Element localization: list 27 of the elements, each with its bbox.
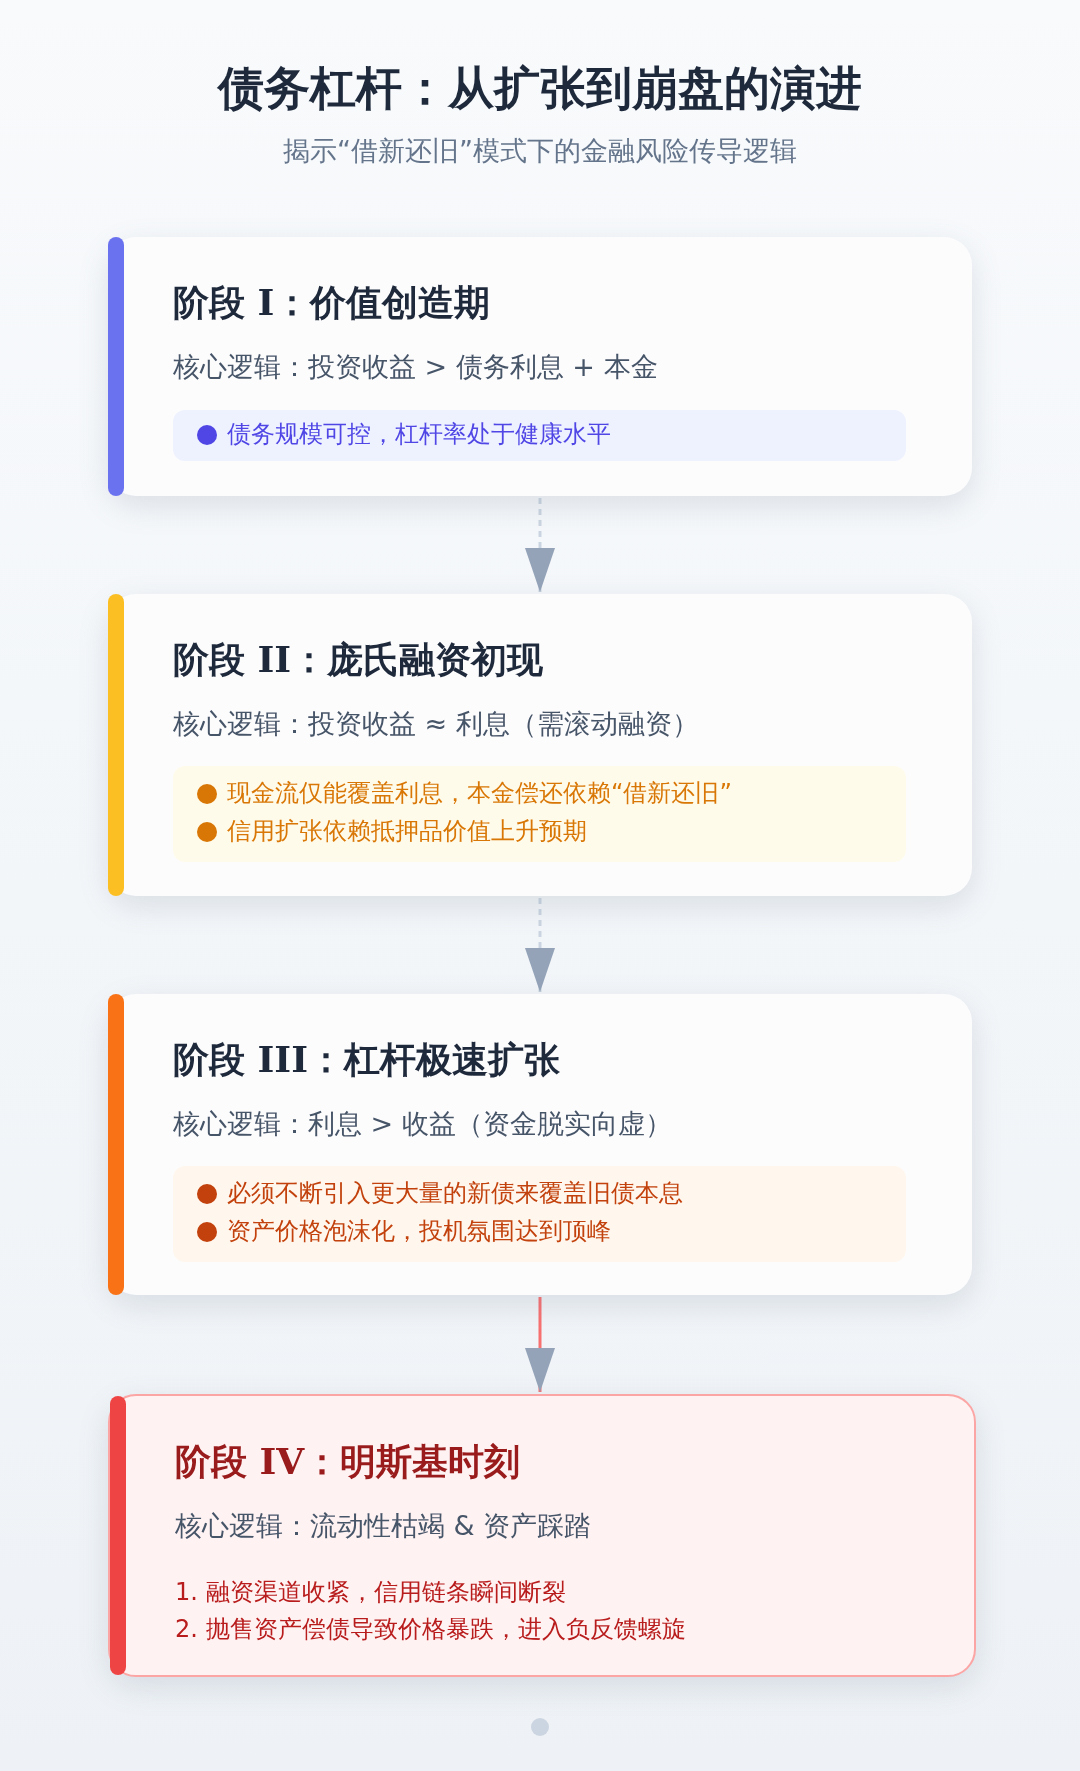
list-item: 2. 抛售资产偿债导致价格暴跌，进入负反馈螺旋 — [175, 1614, 686, 1645]
stage-heading: 阶段 I：价值创造期 — [173, 280, 491, 325]
logic-text: 核心逻辑：投资收益 > 债务利息 + 本金 — [173, 350, 658, 384]
logic-text: 核心逻辑：利息 > 收益（资金脱实向虚） — [173, 1107, 672, 1141]
subtitle: 揭示“借新还旧”模式下的金融风险传导逻辑 — [282, 134, 798, 168]
arrow — [525, 1297, 555, 1392]
bullet-panel — [173, 1166, 906, 1262]
bullet-text: 资产价格泡沫化，投机氛围达到顶峰 — [227, 1216, 611, 1247]
bullet-text: 必须不断引入更大量的新债来覆盖旧债本息 — [227, 1178, 683, 1209]
title: 债务杠杆：从扩张到崩盘的演进 — [216, 60, 863, 117]
logic-text: 核心逻辑：流动性枯竭 & 资产踩踏 — [175, 1509, 592, 1543]
arrow — [525, 898, 555, 992]
bullet-panel — [173, 766, 906, 862]
bullet-text: 债务规模可控，杠杆率处于健康水平 — [227, 418, 611, 450]
list-item: 1. 融资渠道收紧，信用链条瞬间断裂 — [175, 1577, 566, 1608]
stage-card — [108, 594, 972, 896]
stage-card — [108, 994, 972, 1295]
stage-card — [108, 1394, 976, 1677]
logic-text: 核心逻辑：投资收益 ≈ 利息（需滚动融资） — [173, 707, 699, 741]
bullet-text: 现金流仅能覆盖利息，本金偿还依赖“借新还旧” — [227, 778, 732, 809]
stage-card — [108, 237, 972, 496]
stage-heading: 阶段 III：杠杆极速扩张 — [173, 1037, 561, 1082]
stage-heading: 阶段 IV：明斯基时刻 — [175, 1439, 521, 1484]
stage-heading: 阶段 II：庞氏融资初现 — [173, 637, 544, 682]
bullet-text: 信用扩张依赖抵押品价值上升预期 — [227, 816, 587, 847]
bullet-panel — [173, 410, 906, 461]
arrow — [525, 498, 555, 592]
